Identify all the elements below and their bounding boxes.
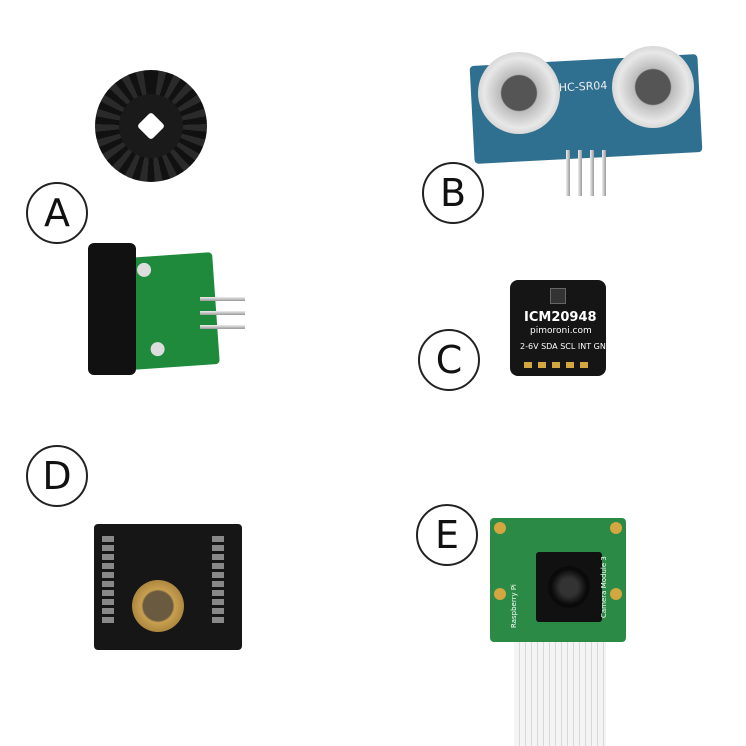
hc-sr04-silkscreen: HC-SR04: [558, 78, 608, 95]
sensor-board-d: [94, 524, 242, 650]
icm20948-board: ICM20948 pimoroni.com 2-6V SDA SCL INT G…: [510, 280, 612, 376]
label-b: B: [422, 162, 484, 224]
ribbon-cable: [514, 636, 606, 746]
label-d: D: [26, 445, 88, 507]
camera-module-board: Camera Module 3 Raspberry Pi: [490, 518, 626, 642]
icm20948-silkscreen: ICM20948: [524, 310, 597, 325]
photo-interrupter-slot: [88, 243, 136, 375]
label-e: E: [416, 504, 478, 566]
ultrasonic-transducer-right: [612, 46, 694, 128]
label-a: A: [26, 182, 88, 244]
label-c: C: [418, 329, 480, 391]
encoder-wheel: [95, 70, 207, 182]
ultrasonic-transducer-left: [478, 52, 560, 134]
